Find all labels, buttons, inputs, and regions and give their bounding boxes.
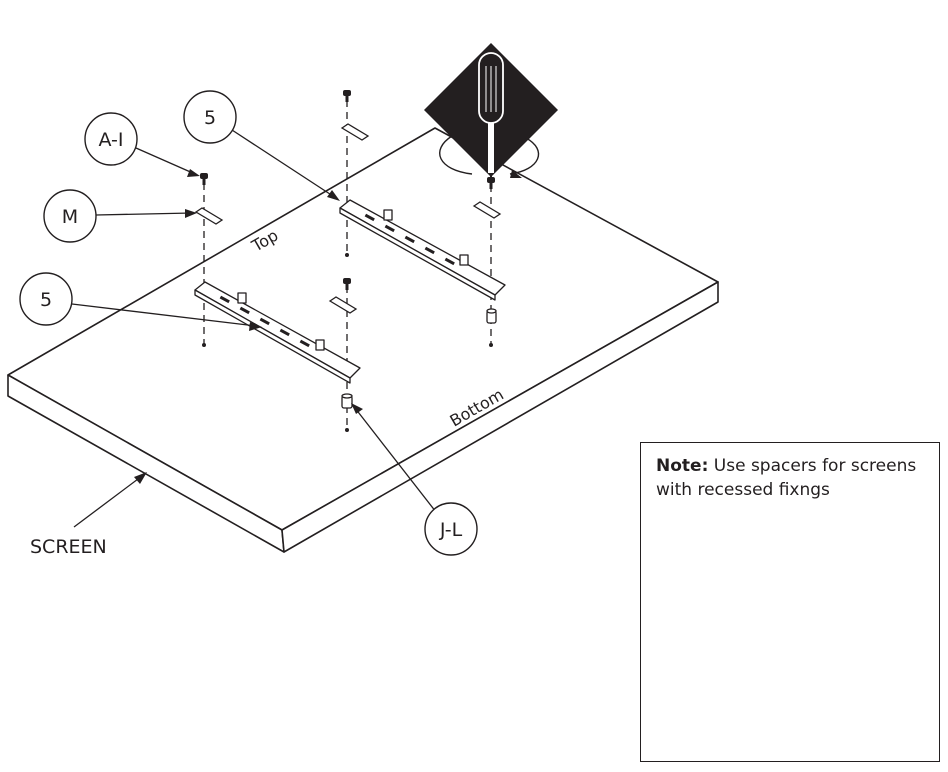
bracket-bottom	[194, 281, 361, 384]
note-text: Note: Use spacers for screens with reces…	[656, 454, 931, 502]
callout-bracket-bottom: 5	[19, 272, 262, 331]
svg-text:M: M	[62, 206, 78, 228]
svg-text:A-I: A-I	[98, 129, 123, 151]
rotation-arrow-icon	[439, 135, 539, 178]
screen-panel	[7, 127, 719, 553]
washer-icons	[194, 123, 502, 314]
svg-text:5: 5	[40, 289, 52, 311]
svg-text:5: 5	[204, 107, 216, 129]
spacer-icons	[341, 308, 497, 409]
callout-washer: M	[43, 189, 197, 243]
svg-text:SCREEN: SCREEN	[30, 536, 107, 558]
callout-screen: SCREEN	[30, 472, 147, 558]
bracket-top	[339, 199, 506, 301]
note-box: Note: Use spacers for screens with reces…	[640, 442, 940, 762]
callout-spacers: J-L	[351, 403, 478, 556]
note-body: Use spacers for screens with recessed fi…	[656, 456, 917, 500]
screwdriver-icon	[424, 43, 558, 182]
svg-text:J-L: J-L	[439, 519, 463, 541]
callout-screws: A-I	[84, 112, 200, 177]
note-heading: Note:	[656, 456, 709, 476]
screw-icons	[200, 90, 495, 290]
callout-bracket-top: 5	[183, 90, 340, 201]
